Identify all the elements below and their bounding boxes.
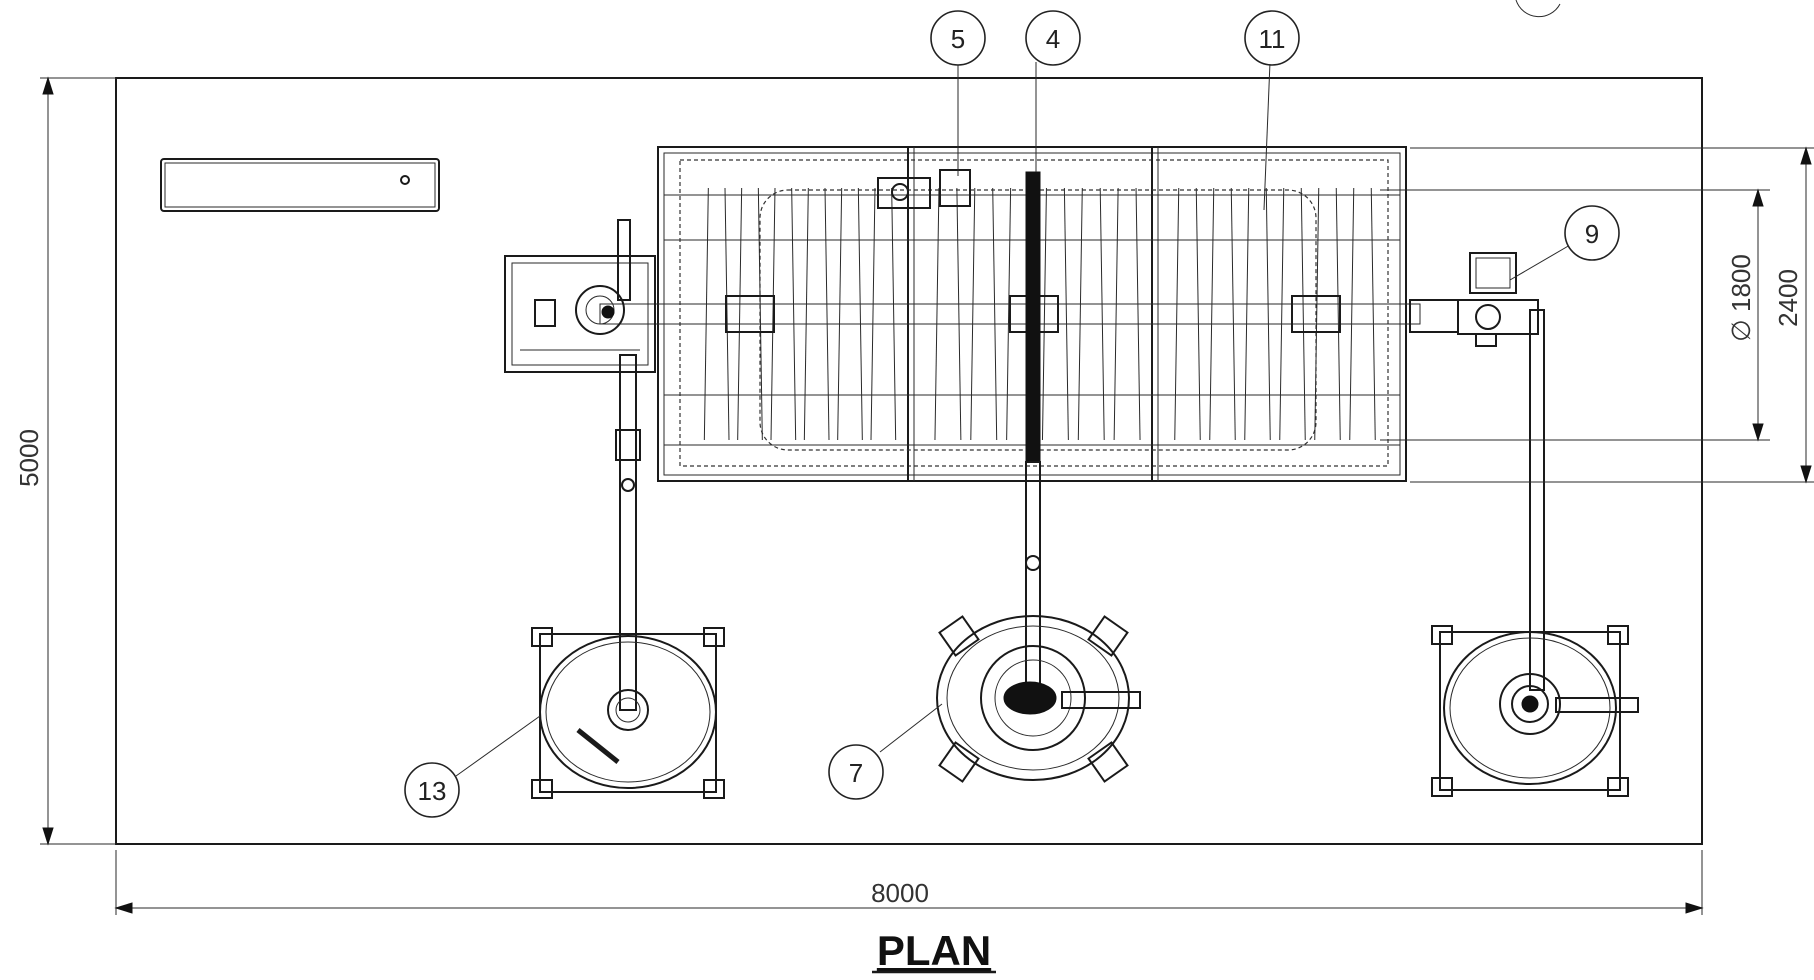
drum-disc [1113, 187, 1119, 441]
balloon-9: 9 [1564, 205, 1620, 261]
drum-disc [1370, 187, 1376, 441]
drum-disc [857, 187, 863, 441]
balloon-7: 7 [828, 744, 884, 800]
drum-disc [1041, 187, 1047, 441]
drum-disc [1265, 187, 1271, 441]
drum-shaft [599, 295, 1421, 333]
svg-text:7: 7 [849, 758, 863, 788]
page-title: PLAN [877, 927, 991, 974]
drum-disc [737, 187, 743, 441]
left-barrel [531, 627, 725, 799]
left-drive-unit [504, 255, 656, 373]
right-pump [1409, 252, 1539, 347]
drum-disc [1300, 187, 1306, 441]
drum-disc [703, 187, 709, 441]
balloon-5: 5 [930, 10, 986, 66]
dimension-width-label: 8000 [871, 878, 929, 908]
control-panel [160, 158, 440, 212]
drum-disc [1209, 187, 1215, 441]
left-pipe [615, 219, 641, 711]
svg-text:13: 13 [418, 776, 447, 806]
balloon-13: 13 [404, 762, 460, 818]
drum-disc [891, 187, 897, 441]
drum-disc [1077, 187, 1083, 441]
central-pipe [1025, 171, 1041, 703]
drum-disc [1006, 187, 1012, 441]
dimension-tank-width-label: 2400 [1773, 269, 1803, 327]
drum-disc [956, 187, 962, 441]
dimension-drum-diameter [1380, 188, 1770, 442]
drum-disc [1244, 187, 1250, 441]
drum-disc [1195, 187, 1201, 441]
dimension-width [114, 850, 1704, 915]
drum-disc [837, 187, 843, 441]
drum-disc [1349, 187, 1355, 441]
drum-disc [791, 187, 797, 441]
drum-disc [1063, 187, 1069, 441]
drum-disc [1314, 187, 1320, 441]
balloon-4: 4 [1025, 10, 1081, 66]
svg-text:5: 5 [951, 24, 965, 54]
base-plate [115, 77, 1703, 845]
balloon-7-leader [879, 703, 943, 753]
balloon-11: 11 [1244, 10, 1300, 66]
drum-disc [992, 187, 998, 441]
dimension-depth-label: 5000 [14, 429, 44, 487]
drum-disc [1135, 187, 1141, 441]
drum-discs [703, 187, 1376, 441]
drum-disc [1174, 187, 1180, 441]
drum-disc [1099, 187, 1105, 441]
svg-text:4: 4 [1046, 24, 1060, 54]
dimension-tank-width [1410, 146, 1814, 484]
drum-disc [1230, 187, 1236, 441]
svg-text:9: 9 [1585, 219, 1599, 249]
svg-text:11: 11 [1259, 24, 1286, 54]
drum-disc [970, 187, 976, 441]
right-barrel [1431, 625, 1639, 797]
center-tank [936, 615, 1141, 783]
drum-disc [803, 187, 809, 441]
drum-disc [870, 187, 876, 441]
balloon-9-leader [1509, 244, 1571, 281]
right-pipe [1529, 309, 1545, 691]
drum-disc [1279, 187, 1285, 441]
drum-disc [934, 187, 940, 441]
drum-disc [1335, 187, 1341, 441]
drum-disc [757, 187, 763, 441]
balloon-13-leader [455, 715, 541, 777]
drum-disc [824, 187, 830, 441]
dimension-drum-diameter-label: ∅ 1800 [1726, 254, 1756, 342]
dimension-depth [40, 76, 116, 846]
balloon-partial [1515, 0, 1561, 18]
balloon-11-leader [1263, 61, 1271, 211]
valve-cluster [877, 169, 971, 209]
